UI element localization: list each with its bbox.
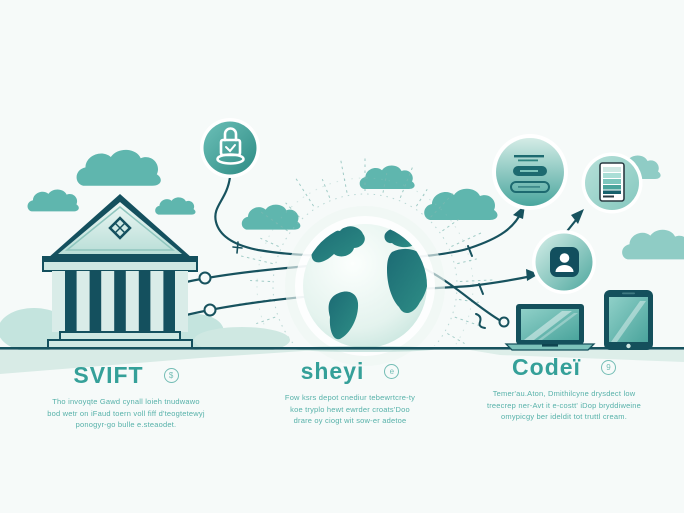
- caption-codei: Codeï 9 Temer'au.Aton, Dmithilcyne drysd…: [466, 354, 662, 423]
- caption-swift: SVIFT $ Tho invoyqte Gawd cynall loieh t…: [28, 362, 224, 431]
- cloud-icon: [622, 229, 684, 260]
- cloud-icon: [359, 165, 415, 189]
- caption-description: Temer'au.Aton, Dmithilcyne drysdect low …: [486, 389, 642, 422]
- continents: [311, 226, 427, 340]
- cloud-icon: [241, 204, 301, 230]
- caption-title: sheyi: [300, 358, 365, 384]
- caption-sheyi: sheyi e Fow ksrs depot cnediur tebewrtcr…: [256, 358, 444, 427]
- title-badge-icon: e: [384, 364, 400, 379]
- laptop-icon: [504, 304, 596, 351]
- bank-columns: [52, 271, 188, 332]
- title-badge-icon: $: [163, 368, 179, 383]
- cloud-icon: [155, 197, 196, 215]
- padlock-icon: [216, 127, 245, 165]
- tablet-icon: [604, 290, 653, 350]
- ground: [0, 346, 684, 374]
- title-badge-icon: 9: [600, 360, 616, 375]
- caption-description: Tho invoyqte Gawd cynall loieh tnudwawo …: [47, 397, 205, 430]
- user-icon: [550, 247, 579, 277]
- cloud-icon: [76, 149, 161, 186]
- caption-description: Fow ksrs depot cnediur tebewrtcre-ty koe…: [284, 393, 416, 426]
- pediment-ornament-icon: [108, 216, 132, 240]
- lock-badge: [200, 118, 260, 178]
- globe: [285, 206, 445, 366]
- caption-title: SVIFT: [73, 362, 144, 388]
- login-form-badge: [492, 134, 568, 210]
- bank-building: [42, 194, 198, 349]
- connection-nodes: [198, 271, 510, 328]
- document-badge: [581, 152, 643, 214]
- login-form-icon: [510, 155, 550, 193]
- caption-row: SVIFT $ Tho invoyqte Gawd cynall loieh t…: [0, 354, 684, 504]
- document-icon: [599, 162, 625, 202]
- caption-title: Codeï: [512, 354, 581, 380]
- user-badge: [532, 230, 596, 294]
- cloud-icon: [27, 189, 79, 212]
